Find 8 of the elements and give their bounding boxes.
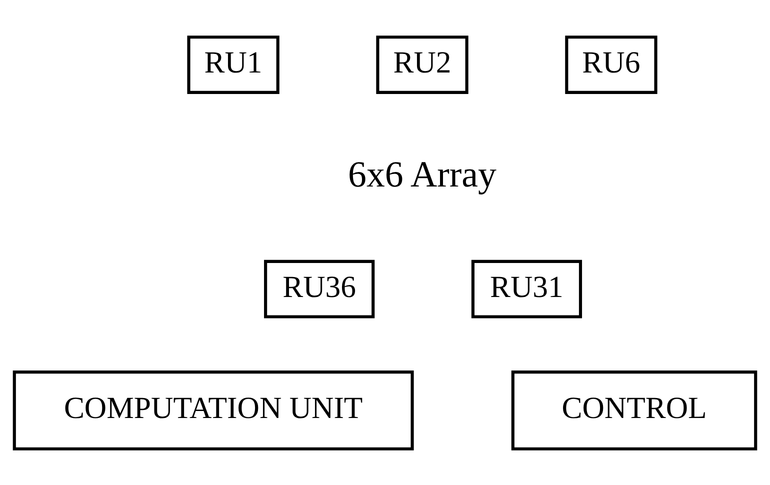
node-box: RU31 (471, 259, 582, 318)
node-box: COMPUTATION UNIT (12, 370, 414, 450)
label: 6x6 Array (348, 152, 496, 194)
node-box: RU1 (187, 35, 280, 94)
node-box: RU6 (565, 35, 658, 94)
node-box: RU36 (264, 259, 375, 318)
node-box: RU2 (376, 35, 468, 94)
node-box: CONTROL (511, 370, 758, 450)
